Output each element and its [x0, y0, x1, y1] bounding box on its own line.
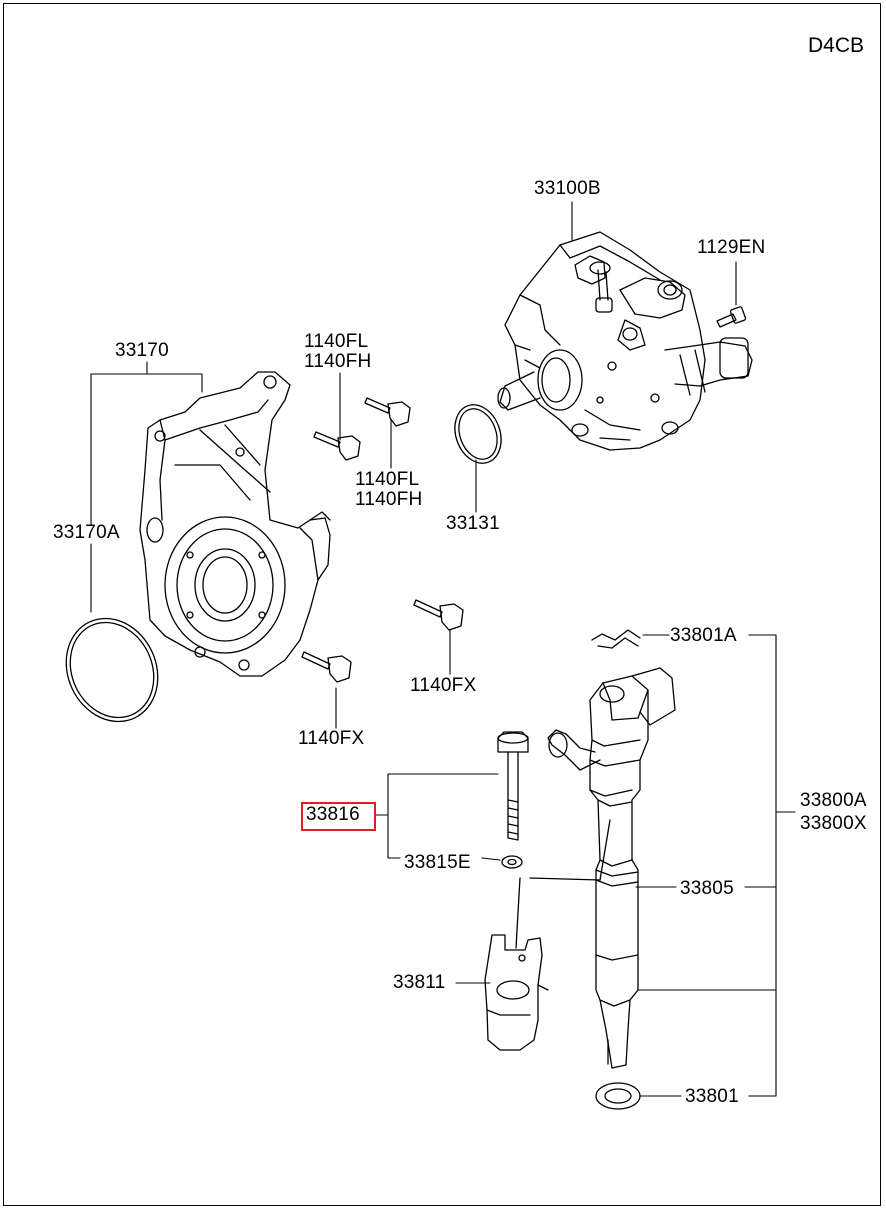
washer-33815e-drawing — [501, 855, 523, 869]
engine-code: D4CB — [807, 34, 864, 57]
label-bolt-fl-top: 1140FL — [304, 331, 369, 352]
washer-33801-drawing — [595, 1082, 641, 1110]
highlight-box — [301, 802, 376, 831]
gasket-33170a-drawing — [65, 617, 159, 723]
pump-drawing — [497, 231, 753, 451]
bolts-1140fl-fh-drawing — [313, 397, 411, 461]
bracket-drawing — [139, 371, 331, 677]
clip-33801a-drawing — [591, 629, 641, 649]
label-pump: 33100B — [534, 178, 601, 199]
label-clamp: 33811 — [393, 972, 446, 993]
label-injector-a: 33800A — [800, 790, 867, 811]
leader-lines — [90, 201, 796, 1097]
diagram-frame — [3, 3, 881, 1206]
label-injector-x: 33800X — [800, 813, 867, 834]
injector-drawing — [529, 667, 676, 1069]
label-bolt-fx-right: 1140FX — [410, 675, 477, 696]
clamp-33811-drawing — [484, 877, 549, 1051]
bolt-1129en-drawing — [716, 306, 747, 328]
label-bracket: 33170 — [115, 340, 169, 361]
label-injector-oring: 33805 — [680, 878, 734, 899]
label-bracket-gasket: 33170A — [53, 522, 120, 543]
label-bolt-fh-bottom: 1140FH — [355, 489, 423, 510]
label-oring: 33131 — [446, 513, 500, 534]
label-bolt-fl-bottom: 1140FL — [355, 469, 420, 490]
label-bolt-assy[interactable]: 33816 — [306, 804, 360, 825]
label-bolt-fx-left: 1140FX — [298, 728, 365, 749]
label-washer-e: 33815E — [404, 852, 471, 873]
oring-33131-drawing — [454, 404, 502, 464]
bolts-1140fx-drawing — [301, 599, 464, 683]
label-injector-washer: 33801 — [685, 1086, 739, 1107]
label-pump-bolt: 1129EN — [697, 237, 766, 258]
bolt-33816-drawing — [497, 731, 529, 841]
label-bolt-fh-top: 1140FH — [304, 351, 372, 372]
label-injector-clip: 33801A — [670, 625, 737, 646]
